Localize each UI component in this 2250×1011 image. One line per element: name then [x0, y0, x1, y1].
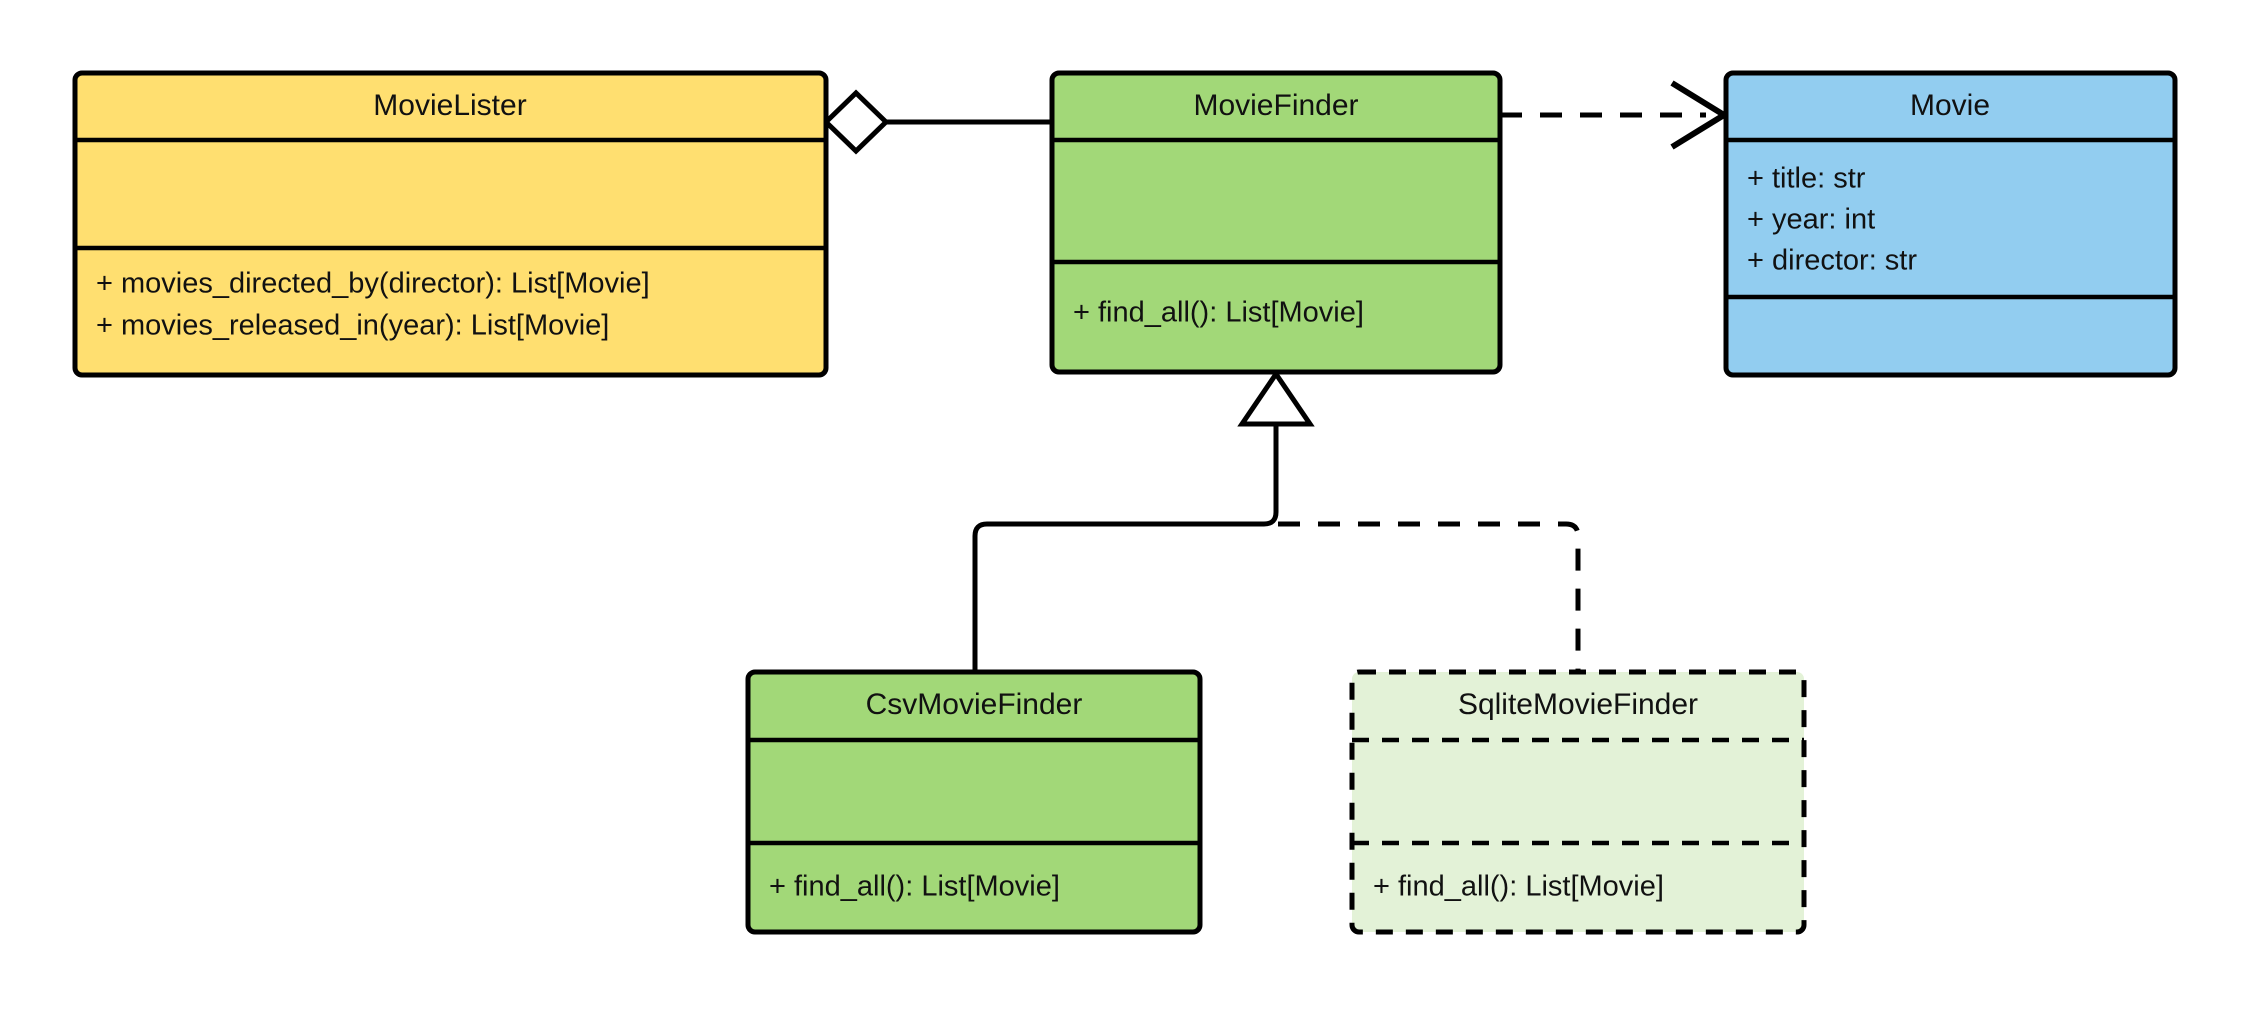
hollow-diamond-marker	[822, 89, 890, 155]
class-name-movie-lister: MovieLister	[373, 89, 526, 122]
class-box-sqlite-movie-finder[interactable]: SqliteMovieFinder + find_all(): List[Mov…	[1349, 669, 1807, 935]
hollow-triangle-marker	[1237, 369, 1315, 427]
movie-body	[1723, 70, 2178, 378]
class-method-find-all-finder: + find_all(): List[Movie]	[1073, 297, 1364, 329]
relationship-inheritance-csv-finder[interactable]	[972, 400, 1279, 672]
movie-lister-body	[72, 70, 829, 378]
class-box-csv-movie-finder[interactable]: CsvMovieFinder + find_all(): List[Movie]	[745, 669, 1203, 935]
movie-finder-body	[1049, 70, 1503, 375]
class-name-movie-finder: MovieFinder	[1193, 89, 1358, 122]
class-method-movies-released-in: + movies_released_in(year): List[Movie]	[96, 310, 609, 342]
class-attribute-year: + year: int	[1747, 204, 1875, 236]
class-box-movie[interactable]: Movie + title: str + year: int + directo…	[1723, 70, 2178, 378]
class-name-sqlite-movie-finder: SqliteMovieFinder	[1458, 688, 1698, 721]
relationship-aggregation-lister-finder[interactable]	[822, 89, 1054, 155]
class-attribute-director: + director: str	[1747, 245, 1917, 277]
class-method-find-all-csv: + find_all(): List[Movie]	[769, 871, 1060, 903]
relationship-inheritance-sqlite-finder[interactable]	[1278, 521, 1581, 672]
class-name-csv-movie-finder: CsvMovieFinder	[866, 688, 1083, 721]
relationship-dependency-finder-movie[interactable]	[1500, 80, 1730, 150]
class-box-movie-finder[interactable]: MovieFinder + find_all(): List[Movie]	[1049, 70, 1503, 375]
csv-movie-finder-body	[745, 669, 1203, 935]
class-attribute-title: + title: str	[1747, 163, 1866, 195]
class-method-movies-directed-by: + movies_directed_by(director): List[Mov…	[96, 268, 650, 300]
sqlite-movie-finder-body	[1349, 669, 1807, 935]
class-method-find-all-sqlite: + find_all(): List[Movie]	[1373, 871, 1664, 903]
class-box-movie-lister[interactable]: MovieLister + movies_directed_by(directo…	[72, 70, 829, 378]
class-name-movie: Movie	[1910, 89, 1990, 122]
